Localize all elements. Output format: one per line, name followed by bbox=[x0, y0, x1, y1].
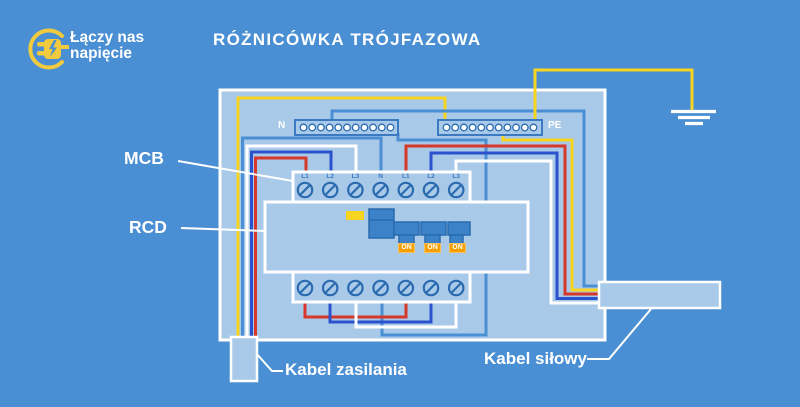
label-pe-bar: PE bbox=[548, 120, 562, 131]
on-badge-2: ON bbox=[424, 243, 441, 253]
neutral-bar bbox=[294, 119, 399, 136]
rcd-test-button[interactable] bbox=[346, 211, 364, 220]
rcd-body bbox=[263, 200, 530, 274]
terminal-label-1: L1 bbox=[301, 173, 309, 180]
wire-neutral-bar-to-cable bbox=[330, 109, 601, 288]
screw-terminals-top bbox=[296, 181, 465, 199]
terminal-label-3: L3 bbox=[351, 173, 360, 180]
terminal-label-2: L2 bbox=[326, 173, 334, 180]
wire-neutral-bar-to-rcd bbox=[396, 133, 488, 202]
label-rcd: RCD bbox=[129, 217, 167, 237]
wire-l1-supply bbox=[254, 156, 308, 340]
wire-pe-to-ground bbox=[533, 68, 694, 122]
label-power-cable: Kabel siłowy bbox=[484, 349, 587, 368]
ground-symbol bbox=[671, 109, 716, 126]
label-supply-cable: Kabel zasilania bbox=[285, 360, 407, 379]
supply-cable bbox=[229, 335, 259, 383]
on-badge-1: ON bbox=[398, 243, 415, 253]
pointer-lines bbox=[177, 160, 652, 372]
wire-l3-out bbox=[454, 159, 601, 305]
screw-terminals-bottom bbox=[296, 279, 465, 297]
terminal-label-6: L2 bbox=[427, 173, 435, 180]
page-title: RÓŻNICÓWKA TRÓJFAZOWA bbox=[213, 30, 482, 49]
on-badge-3: ON bbox=[449, 243, 466, 253]
wire-l2-out bbox=[429, 151, 601, 300]
terminal-label-4: N bbox=[378, 173, 383, 180]
pe-bar bbox=[437, 119, 543, 136]
logo-text-line1: Łączy nas bbox=[70, 29, 145, 46]
wire-neutral-supply bbox=[241, 136, 383, 340]
wire-l3-supply bbox=[245, 144, 358, 340]
wire-pe-to-cable bbox=[501, 133, 601, 292]
wires bbox=[236, 68, 694, 340]
rcd-switch-lever[interactable] bbox=[368, 208, 395, 239]
logo-plug-icon bbox=[28, 28, 69, 70]
jumper-l2 bbox=[328, 299, 433, 324]
label-neutral-bar: N bbox=[278, 120, 286, 131]
mcb-switch-levers[interactable] bbox=[393, 221, 471, 247]
wire-l1-out bbox=[404, 144, 601, 296]
terminal-label-5: L1 bbox=[402, 173, 410, 180]
logo-text-line2: napięcie bbox=[70, 45, 133, 62]
jumper-l3 bbox=[354, 299, 458, 329]
label-mcb: MCB bbox=[124, 148, 164, 168]
wire-l2-supply bbox=[250, 150, 333, 340]
power-cable bbox=[597, 280, 722, 310]
terminal-label-7: L3 bbox=[452, 173, 460, 180]
